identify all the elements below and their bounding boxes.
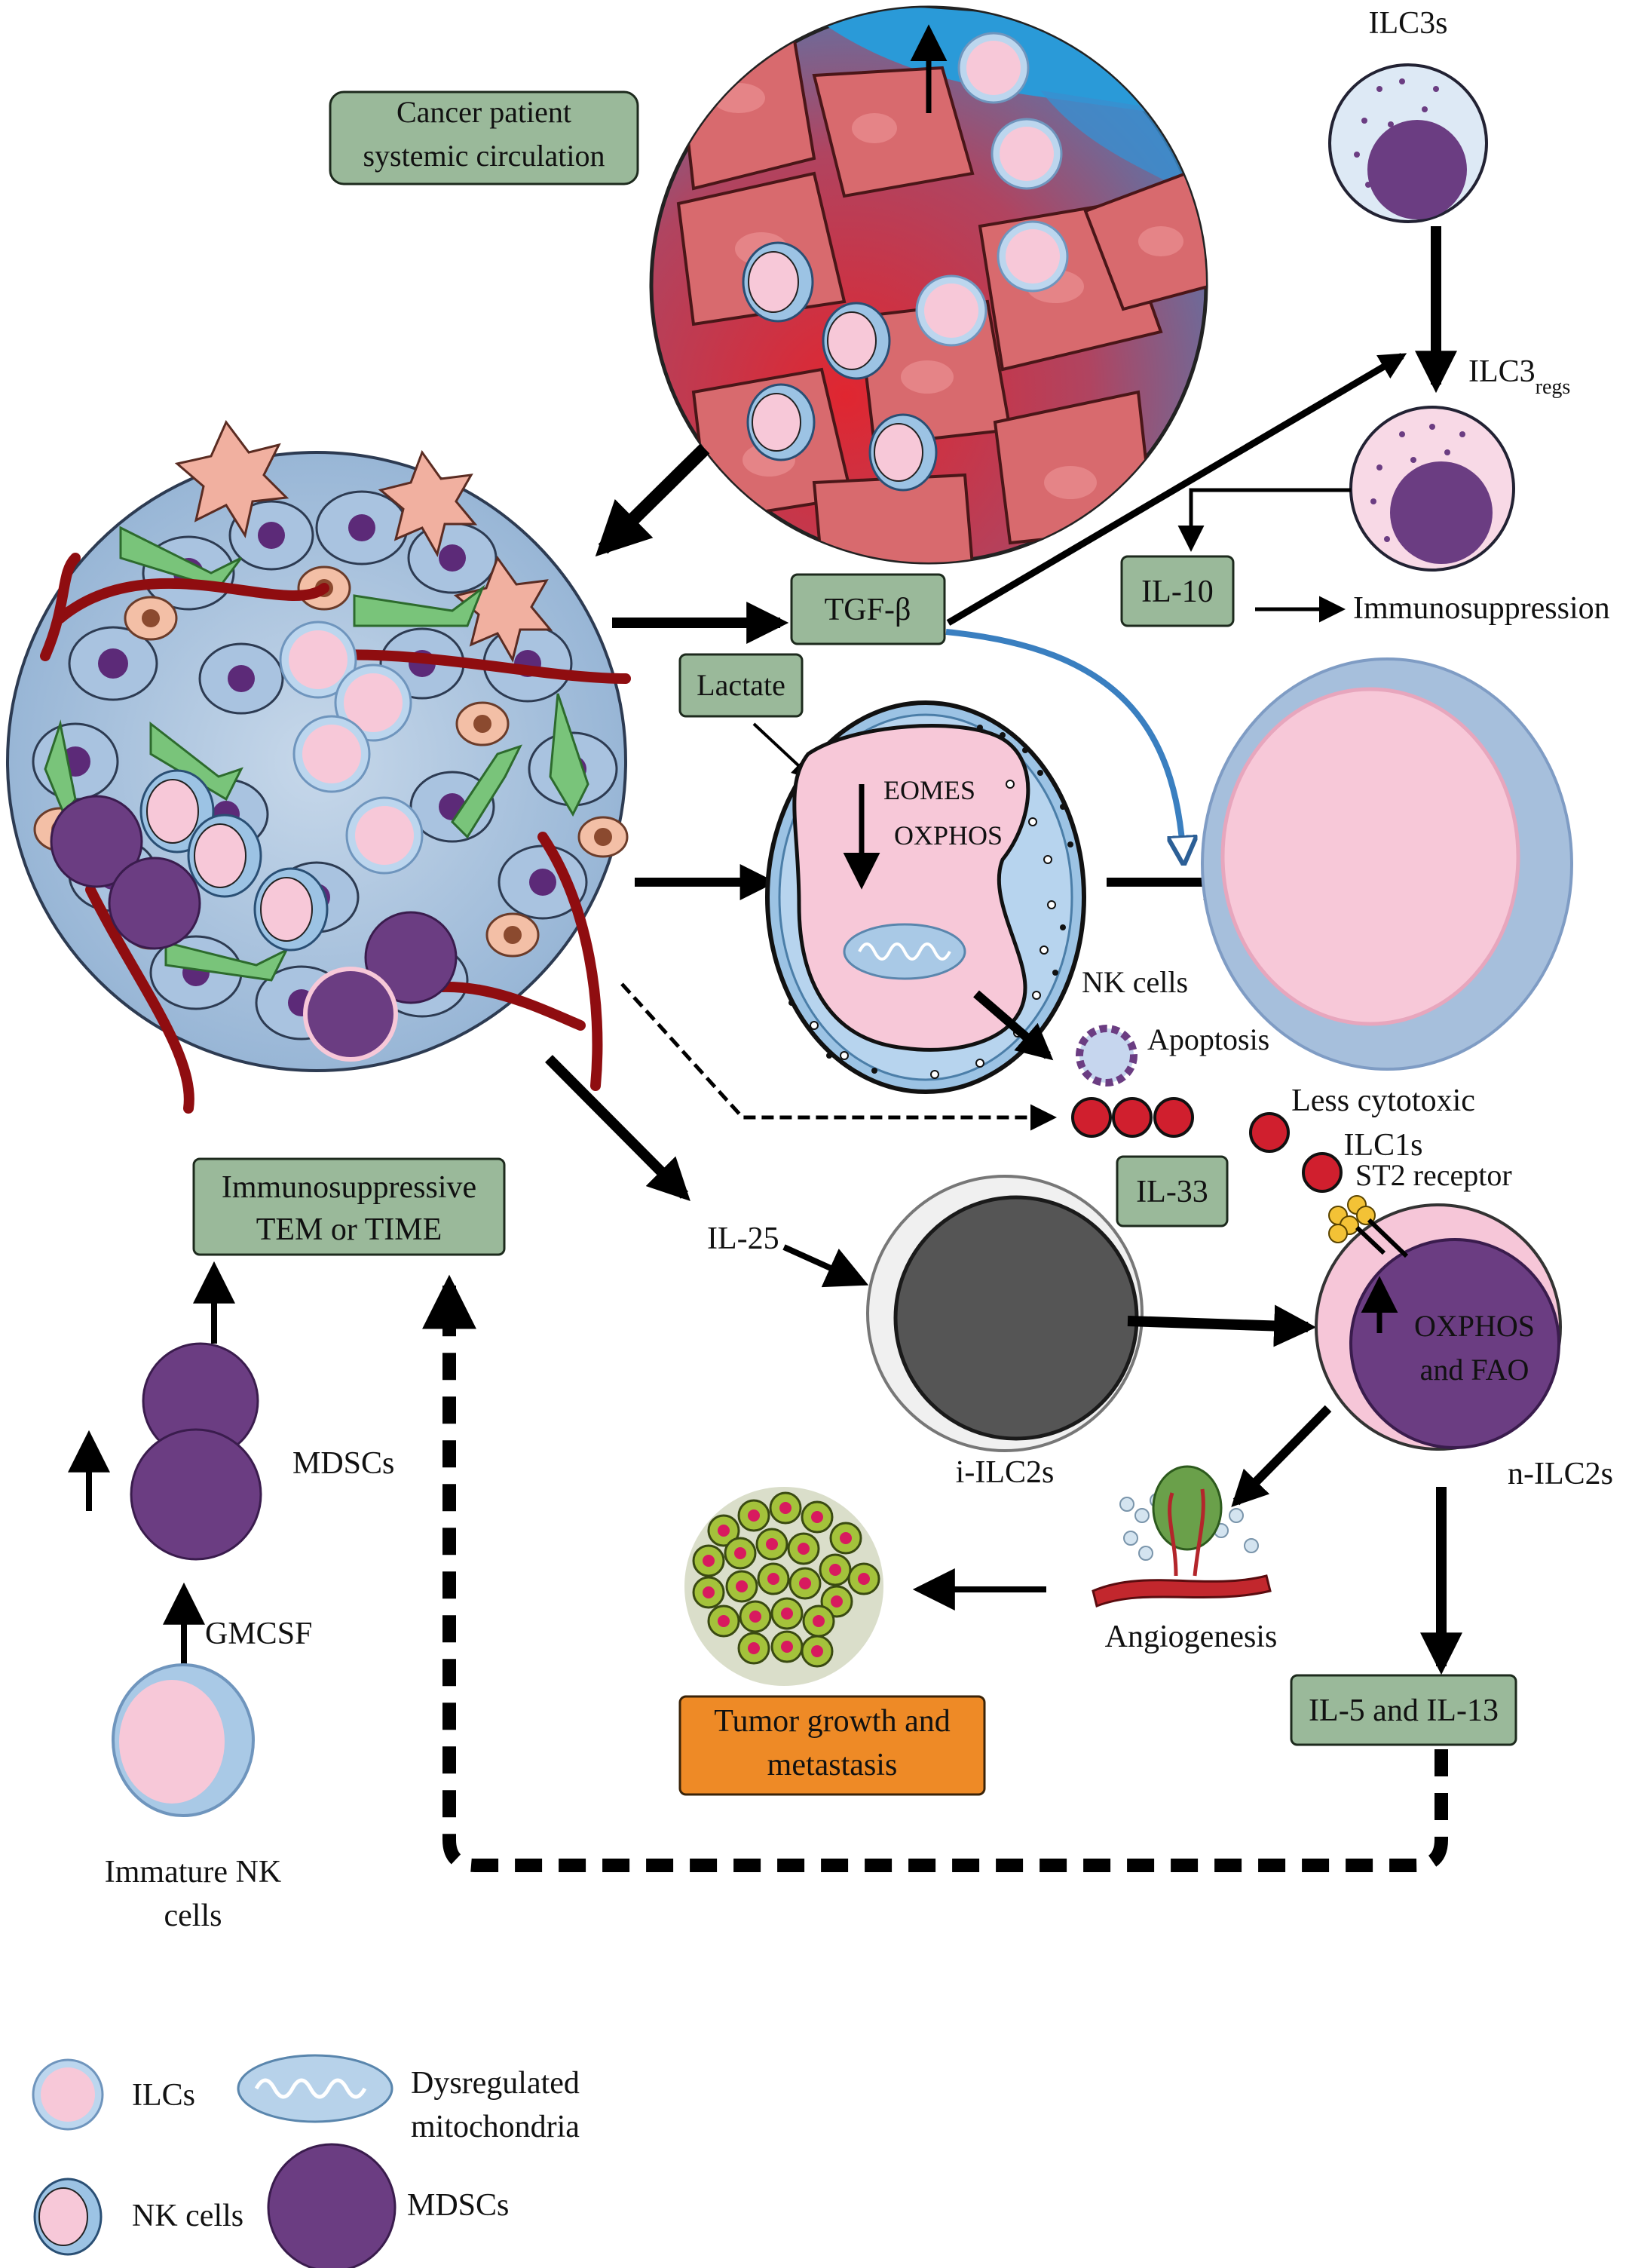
mdscs-label: MDSCs [292,1446,394,1481]
ilc3regs-cell [1349,406,1515,572]
legend-ilcs-label: ILCs [132,2078,195,2113]
circulating-ilc-cells [915,32,1069,347]
dotted-arrow-tumor-to-il33 [620,982,1057,1131]
legend-nk-label: NK cells [132,2199,243,2233]
tem-label-line1: Immunosuppressive [222,1170,476,1205]
apoptosis-label: Apoptosis [1147,1022,1269,1056]
tgfb-box: TGF-β [790,573,946,645]
tem-label-line2: TEM or TIME [256,1212,442,1247]
tumor-growth-box: Tumor growth and metastasis [678,1695,986,1796]
tumor-cluster-icon [684,1487,883,1686]
arrow-circulation-to-tumor [595,443,710,557]
mdsc-pair [130,1342,262,1561]
st2-receptor-label: ST2 receptor [1355,1158,1512,1192]
oxphos-fao-line1: OXPHOS [1414,1309,1535,1343]
il5-il13-label: IL-5 and IL-13 [1309,1693,1499,1728]
n-ilc2-cell: OXPHOS and FAO [1315,1195,1562,1451]
il5-il13-box: IL-5 and IL-13 [1290,1674,1517,1746]
oxphos-fao-line2: and FAO [1420,1353,1529,1387]
tumor-growth-line2: metastasis [767,1748,898,1782]
lactate-label: Lactate [697,668,785,702]
arrow-ilc3regs-to-il10 [1177,488,1351,552]
arrow-nk-to-apoptosis [973,990,1054,1061]
arrow-nilc2-to-angiogenesis [1231,1405,1332,1507]
immature-nk-cell [112,1663,255,1817]
lactate-box: Lactate [678,653,804,718]
less-cytotoxic-label-line2: ILC1s [1344,1128,1423,1163]
legend-nk-icon [33,2178,103,2256]
ilc3s-label: ILC3s [1369,6,1448,41]
arrow-tgfb-to-ilc1 [945,629,1183,860]
ilc3regs-label: ILC3regs [1468,354,1570,399]
il10-box: IL-10 [1120,555,1235,627]
apoptosis-cell-icon [1076,1025,1138,1086]
il25-label: IL-25 [707,1221,779,1256]
arrow-iilc2-to-nilc2 [1127,1304,1317,1347]
oxphos-label: OXPHOS [894,820,1003,851]
immature-nk-line2: cells [164,1899,222,1933]
immunosuppressive-tem-box: Immunosuppressive TEM or TIME [192,1157,506,1256]
nk-cell-large: EOMES OXPHOS [765,700,1086,1094]
i-ilc2s-label: i-ILC2s [956,1455,1055,1490]
dysregulated-mitochondria-icon [843,923,966,980]
il10-label: IL-10 [1141,575,1214,609]
legend: ILCs NK cells Dysregulated mitochondria … [32,2054,580,2268]
nk-cells-label: NK cells [1082,965,1188,999]
immature-nk-line1: Immature NK [105,1855,281,1889]
tumor-nk-cells [139,769,329,952]
tumor-mdsc-cells [50,795,458,1062]
i-ilc2-cell [866,1175,1144,1452]
il33-molecules [1071,1097,1343,1193]
il33-box: IL-33 [1116,1155,1229,1227]
legend-ilc-icon [32,2058,104,2131]
angiogenesis-label: Angiogenesis [1105,1620,1278,1654]
gmcsf-label: GMCSF [205,1617,312,1651]
tgfb-label: TGF-β [825,593,911,627]
n-ilc2s-label: n-ILC2s [1508,1457,1613,1491]
tumor-ilc-cells [279,621,424,875]
legend-mdscs-label: MDSCs [407,2188,509,2223]
legend-mitochondria-icon [237,2054,393,2123]
ilc3-cell [1328,63,1488,223]
less-cytotoxic-ilc1-cell [1201,657,1573,1071]
circulation-label-line2: systemic circulation [363,139,605,173]
angiogenesis-icon [1092,1465,1272,1608]
il33-label: IL-33 [1136,1175,1208,1209]
less-cytotoxic-label-line1: Less cytotoxic [1291,1083,1475,1118]
legend-mito-line2: mitochondria [411,2110,580,2144]
immunosuppression-label: Immunosuppression [1353,591,1610,626]
circulating-nk-cells [742,241,938,492]
arrow-tgfb-to-ilc3 [946,353,1407,626]
legend-mdsc-icon [267,2143,397,2268]
arrow-il25-to-iilc2 [782,1244,869,1288]
legend-mito-line1: Dysregulated [411,2066,580,2101]
systemic-circulation-vessel [649,5,1208,565]
dashed-arrow-il5-to-tem [422,1274,1448,1872]
circulation-label-line1: Cancer patient [397,95,571,129]
eomes-label: EOMES [883,775,975,805]
tumor-mass [6,420,631,1114]
circulation-label-box: Cancer patient systemic circulation [329,90,639,185]
tumor-growth-line1: Tumor growth and [714,1704,950,1739]
arrow-tumor-to-il25 [545,1055,690,1201]
